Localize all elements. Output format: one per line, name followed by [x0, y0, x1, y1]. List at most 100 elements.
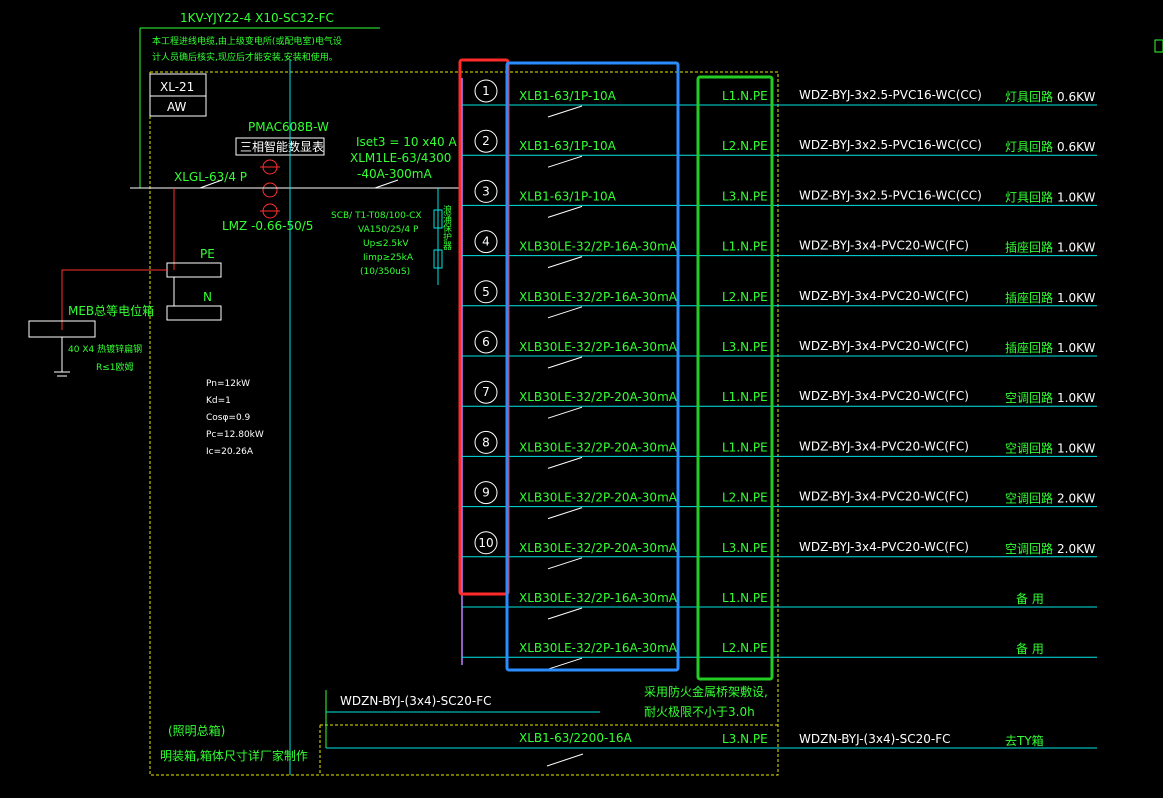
circuit-cable: WDZ-BYJ-3x2.5-PVC16-WC(CC)	[799, 88, 982, 102]
box-note-line-1: (照明总箱)	[168, 723, 225, 738]
circuit-breaker: XLB30LE-32/2P-16A-30mA	[519, 340, 678, 354]
meter-ct-circle-2	[262, 182, 278, 198]
circuit-power: 1.0KW	[1057, 391, 1096, 405]
rcd-iset: Iset3 = 10 x40 A	[356, 135, 457, 149]
circuit-switch	[547, 557, 583, 570]
main-panel-dashed-border	[149, 71, 779, 776]
circuit-cable: WDZ-BYJ-3x4-PVC20-WC(FC)	[799, 389, 969, 403]
circuit-number-circle	[474, 430, 498, 454]
meter-label: 三相智能数显表	[240, 139, 324, 154]
main-feeder: XLGL-63/4 P Iset3 = 10 x40 A XLM1LE-63/4…	[130, 60, 462, 775]
circuit-use: 空调回路	[1005, 440, 1053, 455]
circuit-phase: L3.N.PE	[722, 340, 768, 354]
circuit-switch	[547, 205, 583, 218]
circuit-number-circle	[474, 481, 498, 505]
circuit-use: 空调回路	[1005, 491, 1053, 506]
circuit-phase: L2.N.PE	[722, 139, 768, 153]
emergency-cable: WDZN-BYJ-(3x4)-SC20-FC	[799, 732, 951, 746]
circuit-number-circle	[474, 230, 498, 254]
meb-label: MEB总等电位箱	[68, 303, 154, 318]
circuit-power: 1.0KW	[1057, 441, 1096, 455]
pe-bar	[166, 262, 222, 278]
circuit-cable: WDZ-BYJ-3x4-PVC20-WC(FC)	[799, 339, 969, 353]
circuit-number-circle	[474, 330, 498, 354]
circuit-switch	[547, 306, 583, 319]
circuit-number-circle	[474, 531, 498, 555]
spd-line-1: VA150/25/4 P	[358, 225, 419, 235]
circuit-phase: L1.N.PE	[722, 591, 768, 605]
incoming-section: 1KV-YJY22-4 X10-SC32-FC 本工程进线电缆,由上级变电所(或…	[139, 11, 380, 188]
edge-marker	[1154, 39, 1163, 53]
circuit-switch	[547, 105, 583, 118]
emergency-circuit: WDZN-BYJ-(3x4)-SC20-FC XLB1-63/2200-16A …	[325, 690, 1097, 767]
circuit-phase: L2.N.PE	[722, 290, 768, 304]
circuit-number: 3	[482, 184, 490, 198]
circuit-breaker: XLB1-63/1P-10A	[519, 189, 617, 203]
circuit-switch	[547, 456, 583, 469]
circuit-breaker: XLB1-63/1P-10A	[519, 89, 617, 103]
circuit-power: 2.0KW	[1057, 492, 1096, 506]
spd-line-2: Up≤2.5kV	[363, 239, 409, 249]
circuit-number-circle	[474, 129, 498, 153]
circuit-number: 6	[482, 335, 490, 349]
rcd-rating: -40A-300mA	[357, 167, 432, 181]
circuit-power: 1.0KW	[1057, 190, 1096, 204]
pe-bar-label: PE	[200, 247, 215, 261]
circuit-breaker: XLB30LE-32/2P-20A-30mA	[519, 541, 678, 555]
circuit-use: 灯具回路	[1005, 89, 1053, 104]
meter-label-box	[235, 137, 325, 156]
meb-conductor-label: 40 X4 热镀锌扁钢	[68, 343, 142, 355]
circuit-cable: WDZ-BYJ-3x4-PVC20-WC(FC)	[799, 540, 969, 554]
circuit-power: 1.0KW	[1057, 341, 1096, 355]
circuit-power: 0.6KW	[1057, 140, 1096, 154]
meb-conductor	[61, 269, 167, 330]
n-bar-label: N	[203, 290, 212, 304]
rcd-model: XLM1LE-63/4300	[350, 151, 451, 165]
spd-line-4: (10/350uS)	[360, 267, 410, 277]
calc-pn: Pn=12kW	[206, 379, 250, 389]
load-calculation: Pn=12kW Kd=1 Cosφ=0.9 Pc=12.80kW Ic=20.2…	[206, 379, 264, 457]
circuit-number-circle	[474, 179, 498, 203]
circuit-breaker: XLB30LE-32/2P-16A-30mA	[519, 641, 678, 655]
spd-section: SCB/ T1-T08/100-CX VA150/25/4 P Up≤2.5kV…	[331, 188, 452, 285]
rcd-switch	[374, 179, 399, 189]
circuit-phase: L1.N.PE	[722, 240, 768, 254]
emergency-use: 去TY箱	[1005, 733, 1044, 748]
circuit-use: 插座回路	[1005, 340, 1053, 355]
circuit-number: 7	[482, 385, 490, 399]
circuit-breaker: XLB30LE-32/2P-16A-30mA	[519, 591, 678, 605]
circuit-breaker: XLB1-63/1P-10A	[519, 139, 617, 153]
circuit-power: 2.0KW	[1057, 542, 1096, 556]
circuit-number: 4	[482, 235, 490, 249]
circuit-cable: WDZ-BYJ-3x4-PVC20-WC(FC)	[799, 490, 969, 504]
emergency-phase: L3.N.PE	[722, 732, 768, 746]
calc-ic: Ic=20.26A	[206, 447, 254, 457]
circuit-cable: WDZ-BYJ-3x2.5-PVC16-WC(CC)	[799, 138, 982, 152]
circuit-phase: L3.N.PE	[722, 541, 768, 555]
circuit-power: 1.0KW	[1057, 241, 1096, 255]
circuit-use: 空调回路	[1005, 390, 1053, 405]
fire-note-line-2: 耐火极限不小于3.0h	[644, 705, 755, 719]
n-bar	[166, 305, 222, 321]
main-breaker-switch	[199, 179, 223, 189]
meter-section: PMAC608B-W 三相智能数显表 LMZ -0.66-50/5	[222, 120, 329, 233]
circuit-phase: L1.N.PE	[722, 440, 768, 454]
circuit-switch	[547, 356, 583, 369]
meb-resistance-label: R≤1欧姆	[96, 361, 134, 373]
circuit-number: 9	[482, 486, 490, 500]
circuit-cable: WDZ-BYJ-3x4-PVC20-WC(FC)	[799, 289, 969, 303]
spd-line-3: Iimp≥25kA	[363, 253, 414, 263]
circuit-number: 10	[478, 536, 493, 550]
panel-outline: XL-21 AW	[149, 71, 779, 776]
spd-arrester	[433, 249, 443, 269]
circuit-breaker: XLB30LE-32/2P-20A-30mA	[519, 491, 678, 505]
circuit-phase: L3.N.PE	[722, 189, 768, 203]
ct-label: LMZ -0.66-50/5	[222, 219, 313, 233]
panel-type: AW	[167, 100, 187, 114]
box-note-line-2: 明装箱,箱体尺寸详厂家制作	[160, 748, 308, 763]
circuit-use: 备 用	[1016, 642, 1044, 656]
spd-fuse	[433, 209, 443, 229]
circuit-phase: L1.N.PE	[722, 89, 768, 103]
incoming-cable-label: 1KV-YJY22-4 X10-SC32-FC	[180, 11, 334, 25]
